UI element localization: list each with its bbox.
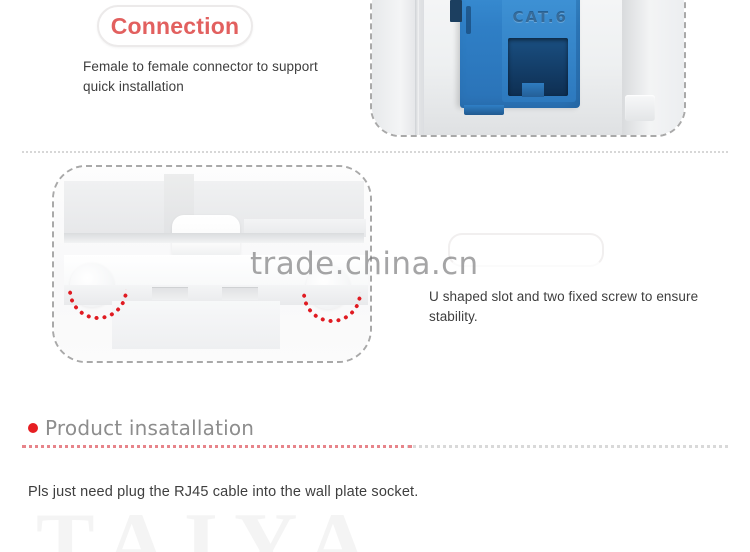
section-connection: Connection Female to female connector to… — [0, 0, 750, 151]
jack-clip — [450, 0, 462, 22]
u-slot-product-photo — [54, 167, 370, 361]
connection-product-photo: CAT.6 — [372, 0, 684, 135]
installation-heading-rule-red — [22, 445, 412, 448]
bullet-dot-icon — [28, 423, 38, 433]
plate-base — [64, 285, 368, 305]
installation-body-text: Pls just need plug the RJ45 cable into t… — [28, 484, 419, 500]
jack-rj45-port — [508, 38, 568, 97]
u-slot-description: U shaped slot and two fixed screw to ens… — [429, 289, 699, 324]
wall-plate-left-edge — [372, 0, 424, 135]
plate-notch-left — [152, 287, 188, 300]
u-slot-photo-frame — [52, 165, 372, 363]
jack-cat6-label: CAT.6 — [512, 8, 568, 26]
plate-notch-right — [222, 287, 258, 300]
plate-shelf — [244, 219, 366, 237]
installation-heading-label: Product insatallation — [45, 416, 255, 440]
section-divider — [22, 151, 728, 153]
connection-badge: Connection — [97, 5, 253, 47]
rj45-keystone-jack: CAT.6 — [450, 0, 580, 115]
plate-block — [112, 301, 280, 349]
wall-plate-right-edge — [622, 0, 684, 135]
plate-lip — [64, 233, 364, 243]
connection-description: Female to female connector to support qu… — [83, 59, 318, 94]
jack-foot — [464, 105, 504, 115]
u-slot-badge — [448, 233, 604, 267]
jack-latch — [466, 6, 471, 34]
installation-heading: Product insatallation — [28, 418, 254, 438]
connection-photo-frame: CAT.6 — [370, 0, 686, 137]
jack-front-face: CAT.6 — [502, 0, 576, 102]
brand-watermark: TAIYA — [36, 494, 385, 552]
